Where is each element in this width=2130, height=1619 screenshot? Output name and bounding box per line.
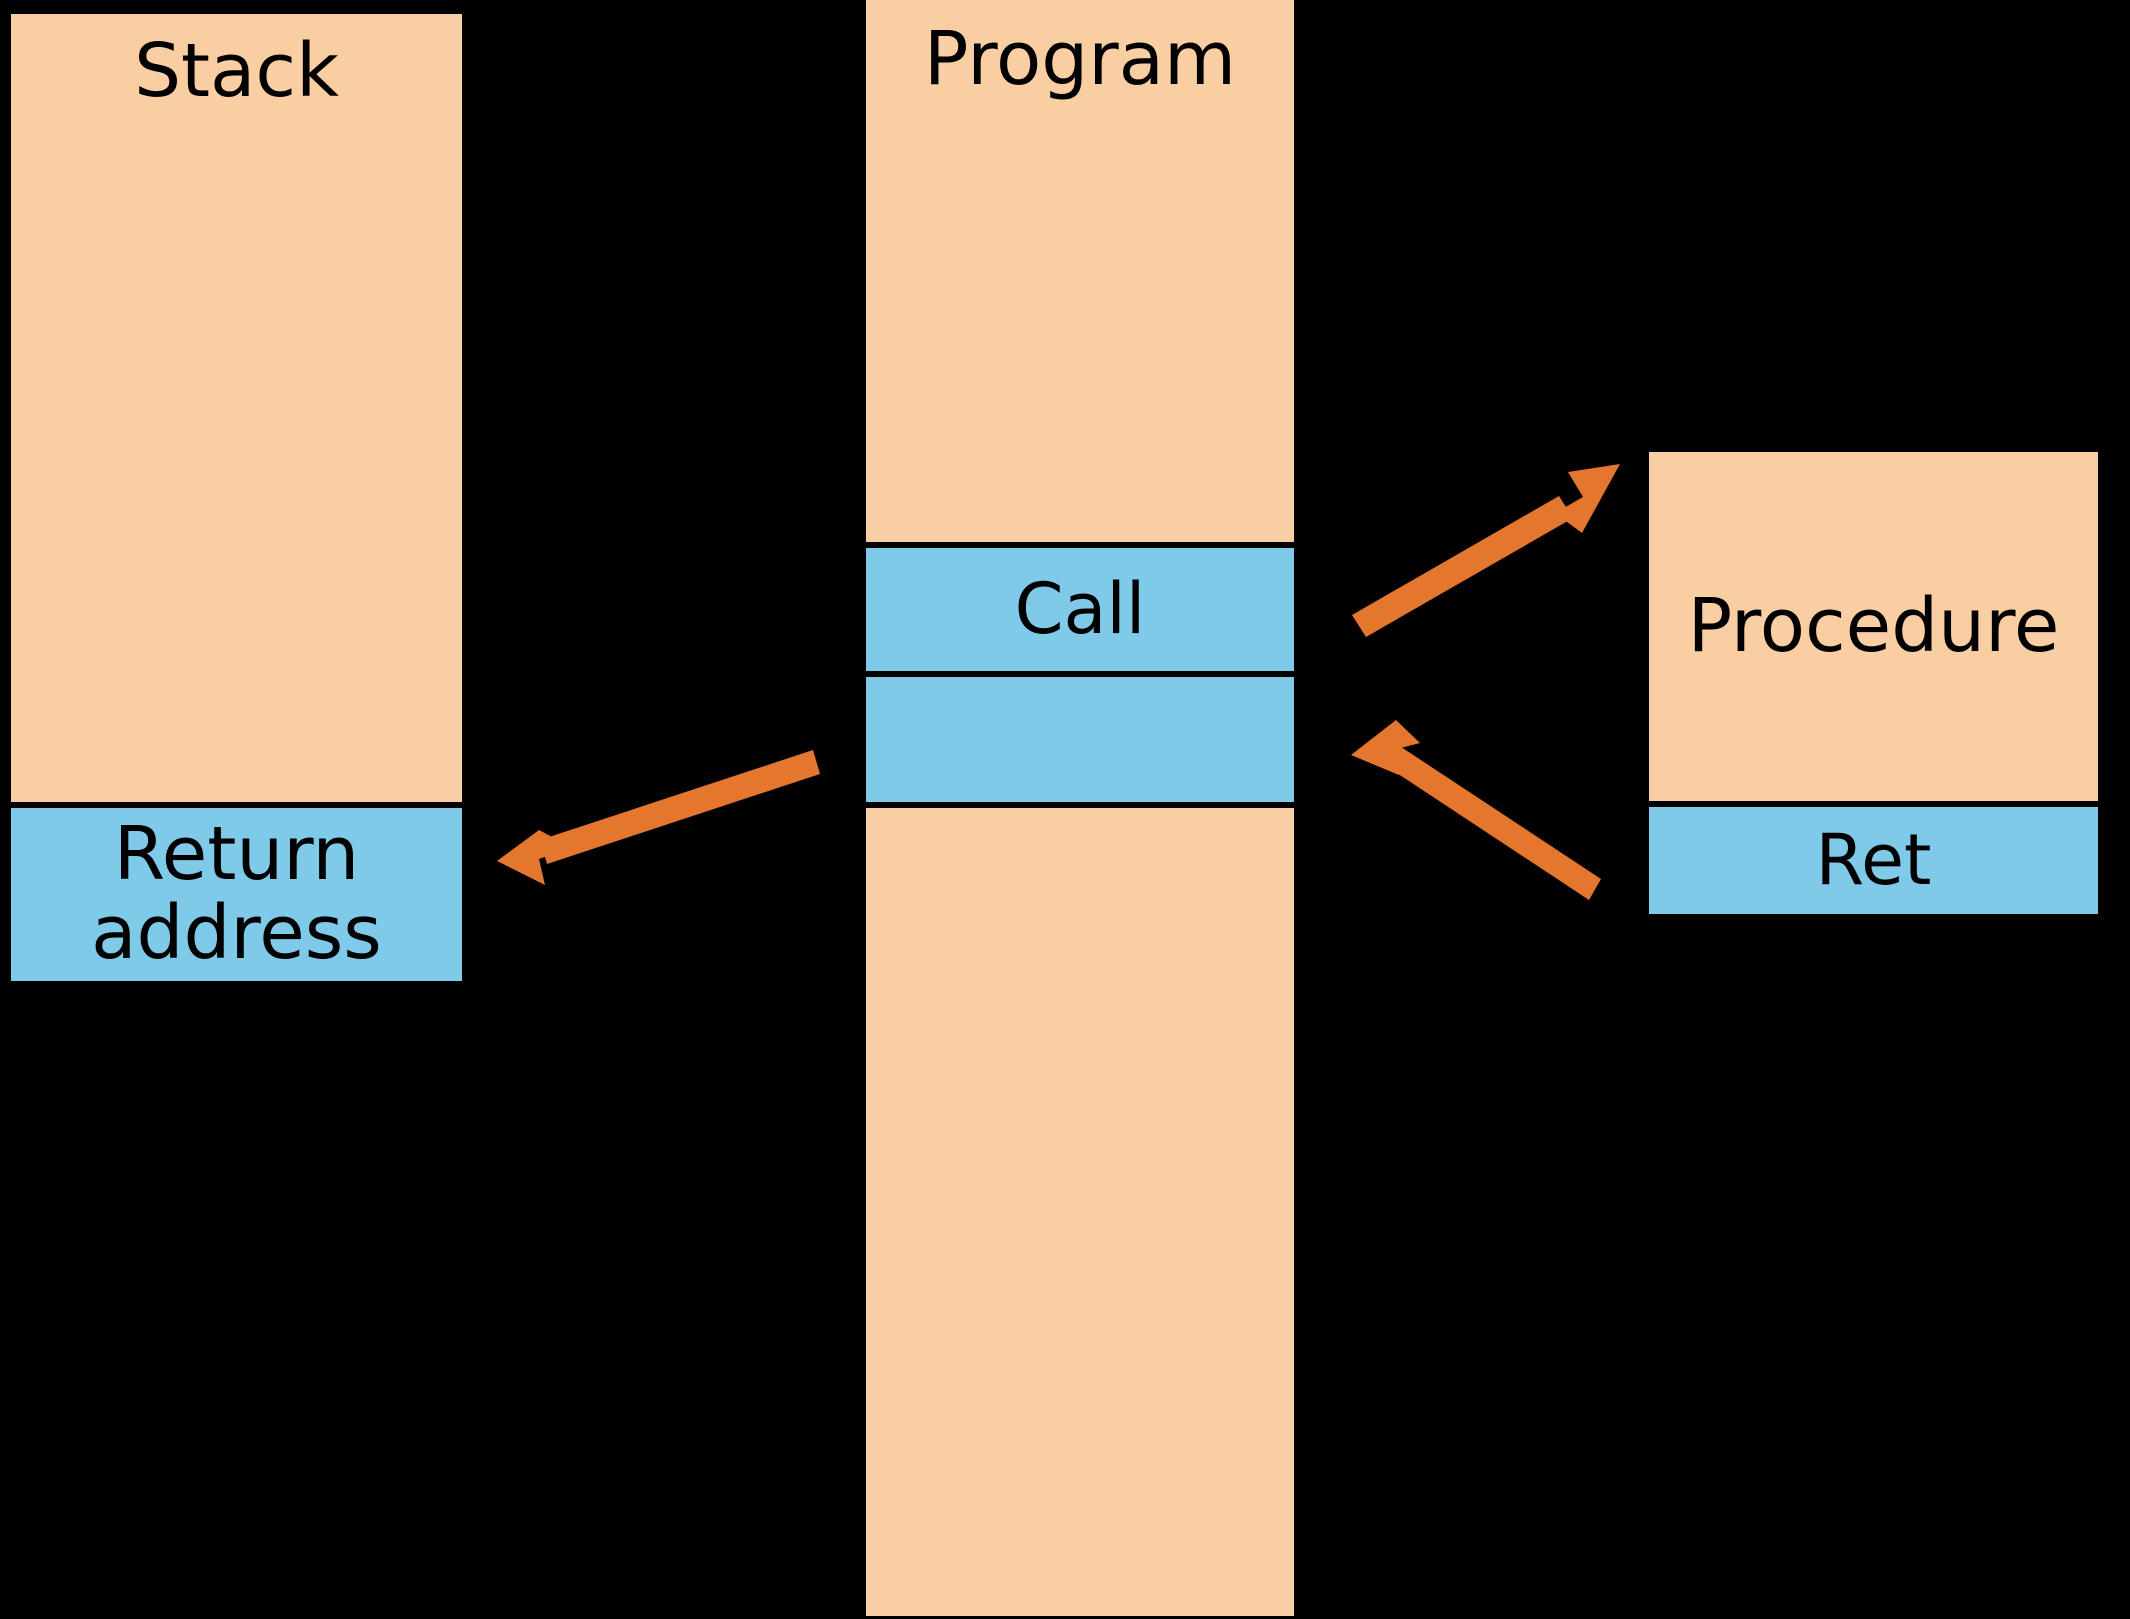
push-return-address-arrow — [497, 750, 820, 885]
program-title-label: Program — [923, 16, 1237, 102]
program-remaining-code — [866, 802, 1294, 1616]
ret-to-program-arrow — [1351, 720, 1601, 900]
stack-title-segment: Stack — [11, 14, 462, 112]
stack-return-address-slot: Return address — [11, 801, 462, 981]
program-next-instruction — [866, 671, 1294, 802]
program-block: Program Call — [860, 0, 1300, 1616]
stack-title-label: Stack — [134, 28, 339, 114]
procedure-body-segment: Procedure — [1649, 452, 2098, 801]
program-call-instruction: Call — [866, 542, 1294, 671]
procedure-title-label: Procedure — [1687, 582, 2060, 669]
stack-empty-space — [11, 111, 462, 802]
procedure-ret-label: Ret — [1815, 818, 1932, 901]
stack-block: Stack Return address — [5, 8, 468, 987]
call-to-procedure-arrow — [1352, 464, 1620, 637]
procedure-block: Procedure Ret — [1643, 446, 2104, 920]
stack-return-address-label: Return address — [91, 810, 382, 977]
program-title-segment: Program — [866, 0, 1294, 542]
program-call-label: Call — [1014, 567, 1146, 650]
procedure-ret-instruction: Ret — [1649, 801, 2098, 914]
